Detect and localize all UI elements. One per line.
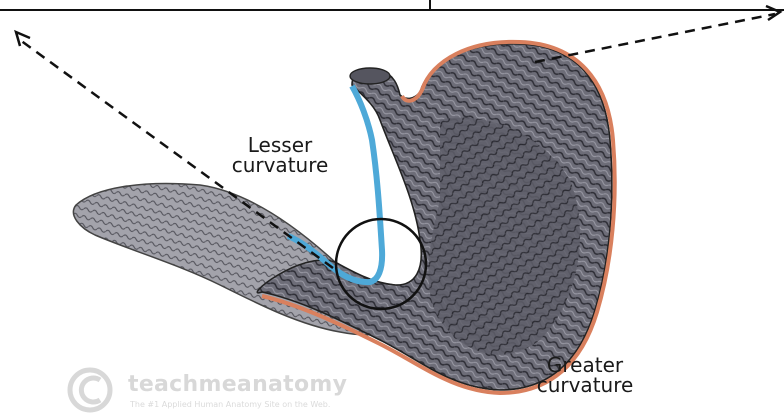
lesser-label-line2: curvature: [215, 155, 345, 175]
oesophagus-opening: [350, 68, 390, 84]
greater-label-line1: Greater: [525, 355, 645, 375]
lesser-curvature-label: Lesser curvature: [215, 135, 345, 175]
watermark-tagline: The #1 Applied Human Anatomy Site on the…: [130, 400, 330, 409]
arrow-to-top-right: [535, 6, 780, 62]
watermark-brand: teachmeanatomy: [128, 372, 347, 397]
lesser-label-line1: Lesser: [215, 135, 345, 155]
greater-label-line2: curvature: [525, 375, 645, 395]
top-border: [0, 0, 784, 10]
watermark: teachmeanatomy The #1 Applied Human Anat…: [66, 370, 396, 412]
greater-curvature-label: Greater curvature: [525, 355, 645, 395]
